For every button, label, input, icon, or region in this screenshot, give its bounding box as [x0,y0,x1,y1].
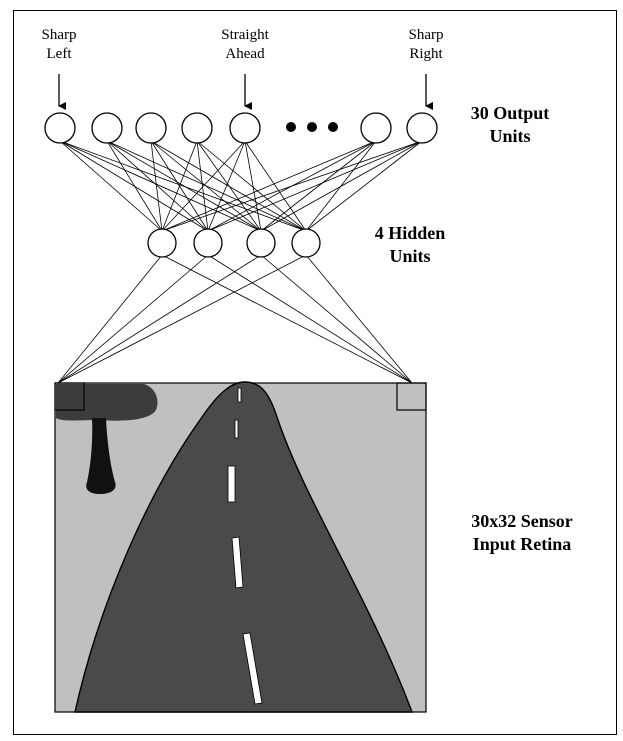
connection-line [260,140,377,232]
hidden-unit [291,228,321,258]
road [74,381,414,713]
lane-dash [227,465,236,503]
tree [56,384,158,494]
ellipsis-dot [286,122,296,132]
straight-ahead-label: Straight Ahead [221,27,269,62]
figure-frame [13,10,617,735]
tree-canopy [56,384,158,421]
connection-line [106,140,262,232]
output-unit [91,112,123,144]
output-unit [229,112,261,144]
sharp-right-label: Sharp Right [408,27,444,62]
retina-pixel-top-left [54,382,85,411]
connection-line [244,140,307,232]
output-unit [360,112,392,144]
hidden-unit [147,228,177,258]
connection-line [161,140,377,232]
connection-line [260,140,423,232]
connection-line [260,254,413,384]
connection-line [161,254,413,384]
output-unit [135,112,167,144]
connection-line [207,254,413,384]
connection-line [207,140,423,232]
output-unit [44,112,76,144]
hidden-unit [193,228,223,258]
hidden-units-label: 4 Hidden Units [374,223,446,266]
connection-line [161,140,423,232]
connection-line [57,254,262,384]
lane-dash [234,419,239,439]
connection-line [59,140,209,232]
lane-dash [242,632,263,705]
connection-line [305,140,423,232]
connection-line [161,140,198,232]
output-unit [181,112,213,144]
lane-dash [231,536,244,589]
sharp-left-label: Sharp Left [41,27,77,62]
retina-pixel-top-right [396,382,427,411]
connection-line [59,140,307,232]
connection-line [106,140,209,232]
connection-line [59,140,262,232]
ellipsis-dots [286,122,338,132]
connection-line [57,254,209,384]
hidden-units [147,228,321,258]
connection-line [207,140,246,232]
lane-markings [227,387,263,705]
connection-lines [57,140,423,384]
hidden-unit [246,228,276,258]
output-unit [406,112,438,144]
connection-line [150,140,163,232]
connection-line [57,254,163,384]
connection-line [161,140,246,232]
ellipsis-dot [307,122,317,132]
connection-line [106,140,163,232]
sensor-retina-label: 30x32 Sensor Input Retina [471,511,573,554]
connection-line [196,140,262,232]
lane-dash [237,387,242,403]
connection-line [305,254,413,384]
connection-line [59,140,163,232]
output-units-label: 30 Output Units [470,103,550,146]
output-units [44,112,438,144]
connection-line [244,140,262,232]
tree-trunk [86,418,116,494]
connection-line [57,254,307,384]
input-retina-image [54,381,427,713]
ellipsis-dot [328,122,338,132]
